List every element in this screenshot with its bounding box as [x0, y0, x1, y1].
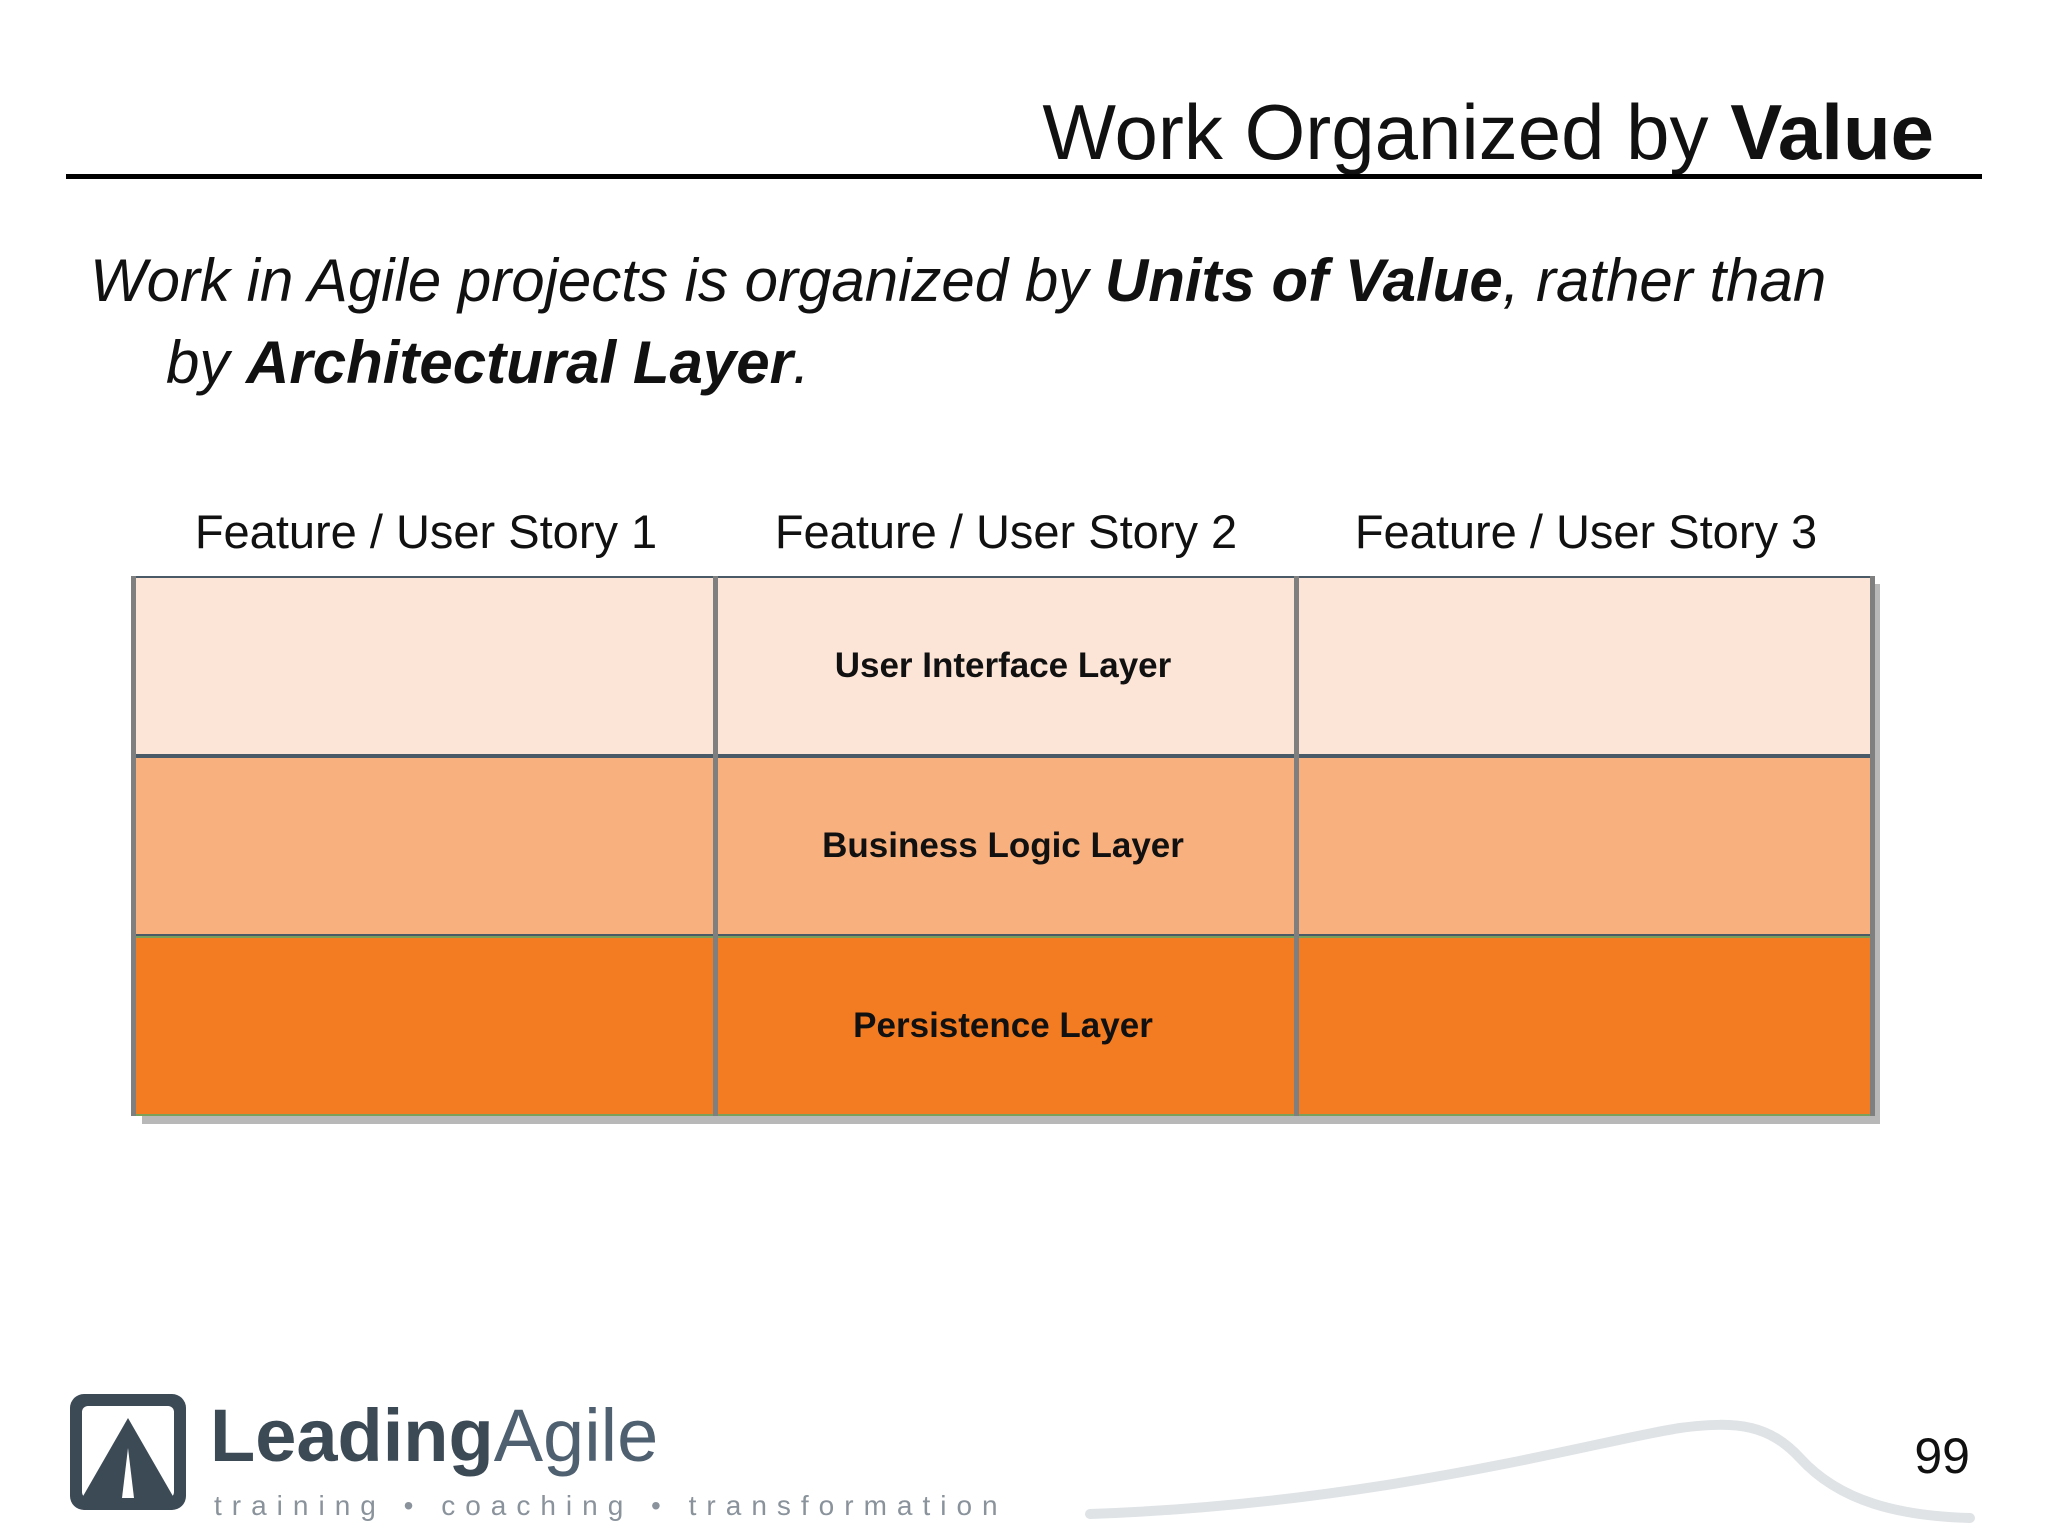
logo-tagline: training • coaching • transformation — [214, 1490, 1008, 1521]
statement-text-1: Work in Agile projects is organized by — [90, 247, 1105, 314]
statement: Work in Agile projects is organized by U… — [90, 240, 1970, 404]
grid-left-edge — [131, 576, 136, 1116]
story-divider-2 — [1294, 576, 1299, 1116]
company-logo: LeadingAgile training • coaching • trans… — [64, 1388, 998, 1528]
statement-text-4: . — [792, 329, 810, 396]
decorative-swoosh — [1085, 1419, 1975, 1523]
layer-persistence: Persistence Layer — [134, 936, 1872, 1116]
column-label-story-2: Feature / User Story 2 — [774, 505, 1238, 558]
statement-emphasis-2: Architectural Layer — [246, 329, 793, 396]
layer-business-logic: Business Logic Layer — [134, 756, 1872, 936]
architecture-grid: User Interface Layer Business Logic Laye… — [131, 576, 1875, 1116]
logo-name-light: Agile — [493, 1394, 659, 1477]
statement-emphasis-1: Units of Value — [1104, 247, 1503, 314]
logo-name-bold: Leading — [210, 1394, 494, 1477]
title-text: Work Organized by — [1042, 88, 1731, 176]
logo-mark-icon — [70, 1394, 186, 1510]
slide-title: Work Organized by Value — [1042, 84, 1934, 180]
title-underline — [66, 174, 1982, 179]
column-label-story-1: Feature / User Story 1 — [194, 505, 658, 558]
logo-wordmark: LeadingAgile — [210, 1388, 658, 1484]
title-emphasis: Value — [1730, 88, 1934, 176]
layer-user-interface: User Interface Layer — [134, 576, 1872, 756]
layer-label-persistence: Persistence Layer — [853, 1006, 1153, 1045]
grid-right-edge — [1870, 576, 1875, 1116]
column-label-story-3: Feature / User Story 3 — [1354, 505, 1818, 558]
layer-label-user-interface: User Interface Layer — [834, 646, 1172, 685]
statement-text-3: by — [166, 329, 247, 396]
story-divider-1 — [713, 576, 718, 1116]
layer-label-business-logic: Business Logic Layer — [822, 826, 1184, 865]
statement-text-2: , rather than — [1502, 247, 1827, 314]
statement-line-2: by Architectural Layer. — [90, 322, 1970, 404]
page-number: 99 — [1914, 1428, 1970, 1484]
